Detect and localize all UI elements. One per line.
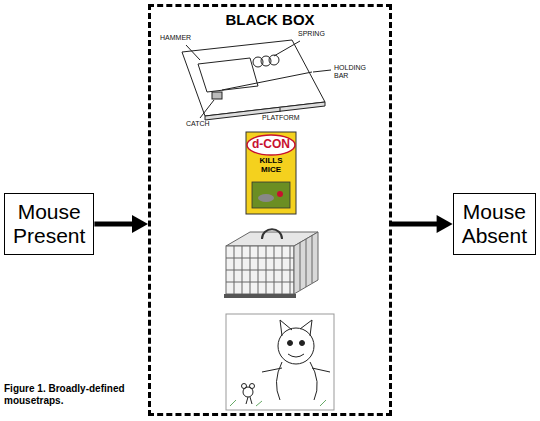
leader-line: [186, 45, 200, 60]
mouse-ear: [250, 384, 255, 389]
start-box: Mouse Present: [4, 193, 94, 255]
logo-oval: [247, 135, 295, 155]
flow-arrow: [94, 215, 148, 233]
grass: [230, 400, 326, 406]
cage-bars: [300, 235, 312, 290]
cartoon-picture: [226, 314, 334, 410]
box-body: [246, 132, 296, 214]
leader-line: [274, 41, 300, 56]
part-label: SPRING: [298, 30, 325, 38]
part-label: HOLDING BAR: [334, 64, 376, 79]
flow-arrow: [392, 215, 453, 233]
trap-hammer: [198, 58, 258, 92]
cage-side: [294, 232, 318, 294]
arrow-head: [132, 215, 148, 233]
arrow-shaft: [392, 222, 439, 227]
part-label: CATCH: [186, 120, 210, 128]
leader-line: [200, 100, 214, 118]
cage-trap: [224, 229, 318, 298]
arrow-shaft: [94, 222, 134, 227]
box-text: Mouse Present: [13, 200, 85, 248]
cage-handle: [262, 229, 282, 239]
cage-bars: [226, 258, 294, 282]
snap-trap-sketch: [182, 40, 331, 120]
part-label: HAMMER: [160, 34, 191, 42]
figure-caption: Figure 1. Broadly-defined mousetraps.: [4, 383, 146, 407]
arrow-head: [437, 215, 453, 233]
cat-head: [278, 328, 314, 364]
end-box: Mouse Absent: [453, 193, 536, 255]
mouse-ear: [242, 384, 247, 389]
box-picture: [252, 182, 290, 208]
bait-picture: [277, 191, 283, 197]
cat-mouth: [288, 354, 304, 357]
mouse-picture: [258, 194, 274, 202]
package-text: KILLS MICE: [253, 157, 289, 175]
cage-front: [226, 246, 294, 294]
brand-logo: d-CON: [246, 138, 296, 151]
mouse-body: [246, 397, 252, 404]
cat-eye: [300, 341, 305, 346]
cat-ears: [280, 320, 312, 336]
box-text: BLACK BOX: [157, 11, 383, 29]
leader-line: [313, 70, 331, 72]
poison-box: [246, 132, 296, 214]
trap-catch: [212, 92, 222, 99]
leader-line: [280, 108, 281, 112]
trap-holding-bar: [222, 72, 312, 90]
trap-spring-coil: [269, 55, 279, 65]
cage-base: [224, 294, 296, 298]
cartoon-frame: [226, 314, 334, 410]
cat-eye: [288, 341, 293, 346]
box-text: Mouse Absent: [462, 200, 527, 248]
part-label: PLATFORM: [262, 114, 300, 122]
cat-body: [262, 362, 330, 400]
